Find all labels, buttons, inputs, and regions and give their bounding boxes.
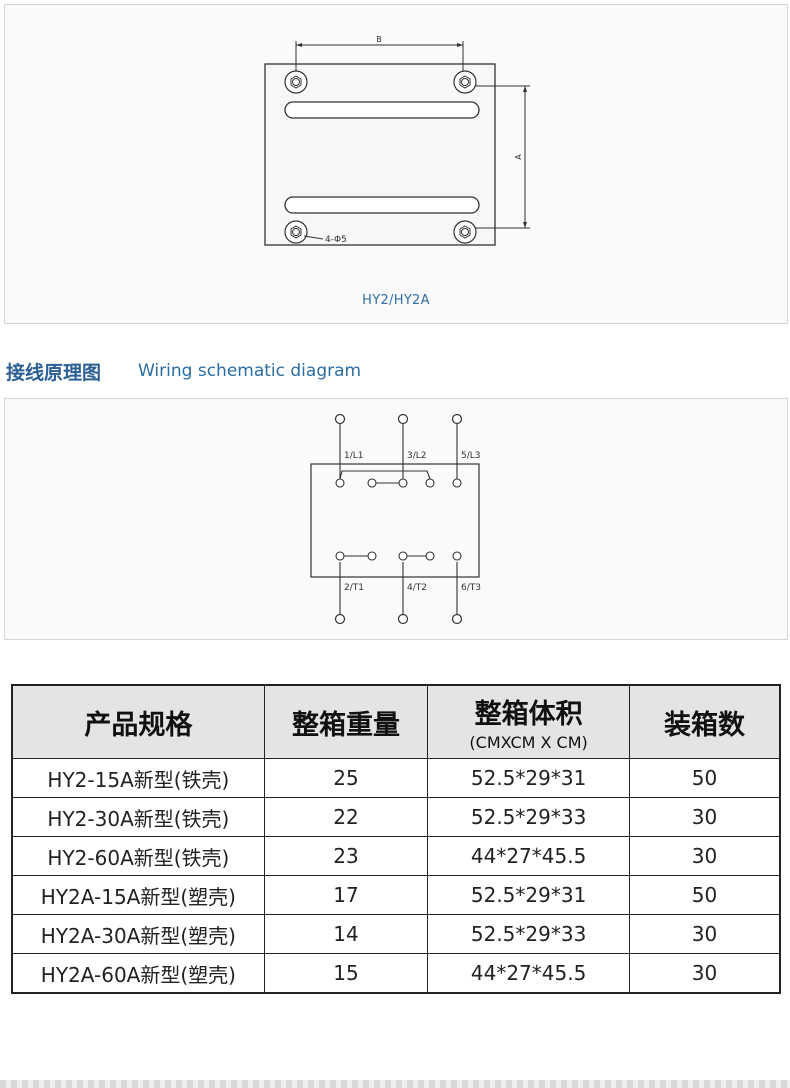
cell-spec: HY2A-30A新型(塑壳)	[11, 914, 265, 954]
label-t2: 4/T2	[407, 583, 427, 593]
label-l2: 3/L2	[407, 451, 427, 461]
bottom-decorative-strip	[0, 1080, 790, 1088]
header-weight: 整箱重量	[263, 684, 429, 759]
cell-quantity: 30	[628, 836, 781, 876]
dim-b-arrow-right	[457, 43, 463, 47]
cell-spec: HY2A-15A新型(塑壳)	[11, 875, 265, 915]
wiring-schematic-panel: 1/L1 3/L2 5/L3 2/T1 4/T2 6/T3	[4, 398, 788, 640]
table-row: HY2A-15A新型(塑壳) 17 52.5*29*31 50	[11, 875, 781, 915]
packing-spec-table: 产品规格 整箱重量 整箱体积 (CMXCM X CM) 装箱数 HY2-15A新…	[11, 684, 781, 994]
mounting-plate	[264, 63, 496, 246]
dim-a-arrow-bottom	[523, 222, 527, 228]
cell-weight: 22	[263, 797, 429, 837]
cell-weight: 23	[263, 836, 429, 876]
slot-top	[284, 101, 480, 119]
cell-weight: 14	[263, 914, 429, 954]
header-spec: 产品规格	[11, 684, 265, 759]
terminal-top-3	[451, 413, 463, 425]
label-t3: 6/T3	[461, 583, 481, 593]
cell-quantity: 30	[628, 797, 781, 837]
mounting-hole-bottom-right	[453, 220, 477, 244]
dim-b-label: B	[376, 35, 382, 44]
lower-contacts	[335, 551, 462, 561]
cell-volume: 52.5*29*33	[427, 914, 630, 954]
cell-quantity: 50	[628, 758, 781, 798]
table-row: HY2-60A新型(铁壳) 23 44*27*45.5 30	[11, 836, 781, 876]
terminal-bottom-2	[397, 613, 409, 625]
table-row: HY2A-60A新型(塑壳) 15 44*27*45.5 30	[11, 953, 781, 994]
table-row: HY2A-30A新型(塑壳) 14 52.5*29*33 30	[11, 914, 781, 954]
upper-contacts	[335, 470, 462, 488]
mounting-hole-bottom-left	[284, 220, 308, 244]
dimension-drawing-panel: B A 4-Φ5	[4, 4, 788, 324]
label-l3: 5/L3	[461, 451, 481, 461]
mounting-hole-top-right	[453, 70, 477, 94]
header-volume-unit: (CMXCM X CM)	[469, 733, 588, 752]
switch-housing	[310, 463, 480, 578]
hole-note: 4-Φ5	[325, 235, 347, 245]
cell-weight: 17	[263, 875, 429, 915]
label-l1: 1/L1	[344, 451, 364, 461]
wiring-title-en: Wiring schematic diagram	[138, 361, 362, 381]
cell-spec: HY2-15A新型(铁壳)	[11, 758, 265, 798]
hole-note-leader	[303, 235, 324, 240]
terminal-bottom-1	[334, 613, 346, 625]
cell-volume: 52.5*29*31	[427, 875, 630, 915]
cell-quantity: 50	[628, 875, 781, 915]
cell-spec: HY2-60A新型(铁壳)	[11, 836, 265, 876]
slot-bottom	[284, 196, 480, 214]
header-quantity: 装箱数	[628, 684, 781, 759]
label-t1: 2/T1	[344, 583, 364, 593]
header-volume-label: 整箱体积	[474, 699, 583, 730]
cell-volume: 52.5*29*33	[427, 797, 630, 837]
cell-quantity: 30	[628, 953, 781, 994]
mounting-dimension-drawing: B A 4-Φ5	[264, 35, 530, 246]
table-header-row: 产品规格 整箱重量 整箱体积 (CMXCM X CM) 装箱数	[11, 684, 781, 759]
cell-weight: 25	[263, 758, 429, 798]
cell-volume: 44*27*45.5	[427, 836, 630, 876]
model-label: HY2/HY2A	[362, 293, 430, 308]
dim-a-arrow-top	[523, 86, 527, 92]
terminal-top-1	[334, 413, 346, 425]
table-row: HY2-15A新型(铁壳) 25 52.5*29*31 50	[11, 758, 781, 798]
wiring-title-cn: 接线原理图	[6, 362, 102, 384]
mounting-hole-top-left	[284, 70, 308, 94]
cell-quantity: 30	[628, 914, 781, 954]
cell-volume: 44*27*45.5	[427, 953, 630, 994]
cell-volume: 52.5*29*31	[427, 758, 630, 798]
header-volume: 整箱体积 (CMXCM X CM)	[427, 684, 630, 759]
dim-b-arrow-left	[296, 43, 302, 47]
table-row: HY2-30A新型(铁壳) 22 52.5*29*33 30	[11, 797, 781, 837]
terminal-bottom-3	[451, 613, 463, 625]
dim-a-label: A	[514, 154, 523, 160]
cell-spec: HY2A-60A新型(塑壳)	[11, 953, 265, 994]
terminal-top-2	[397, 413, 409, 425]
cell-spec: HY2-30A新型(铁壳)	[11, 797, 265, 837]
cell-weight: 15	[263, 953, 429, 994]
wiring-schematic: 1/L1 3/L2 5/L3 2/T1 4/T2 6/T3	[310, 413, 481, 625]
